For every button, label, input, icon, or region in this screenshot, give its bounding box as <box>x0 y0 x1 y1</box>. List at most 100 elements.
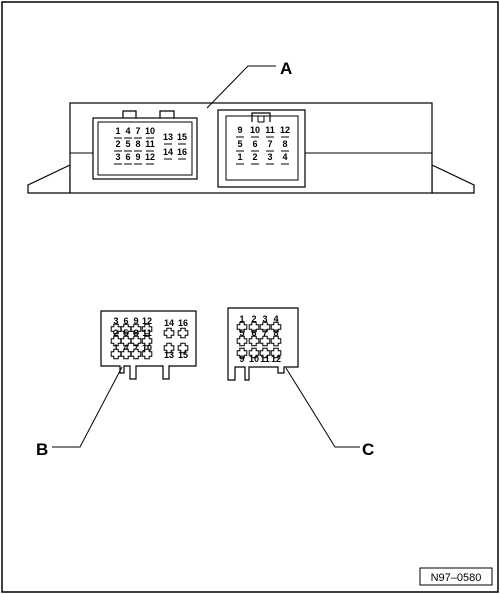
connector-b-pin <box>163 327 175 339</box>
connector-b-pin-label: 12 <box>142 316 152 326</box>
label-a: A <box>280 59 292 78</box>
unit-left-pin-label: 13 <box>163 132 173 142</box>
connector-b-pin <box>120 348 132 360</box>
connector-c-pin <box>236 321 248 333</box>
unit-left-pin-label: 1 <box>115 126 120 136</box>
unit-right-pin-label: 2 <box>252 152 257 162</box>
connector-c-pin <box>270 335 282 347</box>
unit-right-pin-label: 6 <box>252 139 257 149</box>
unit-right-pin-label: 8 <box>282 139 287 149</box>
connector-b-pin-label: 3 <box>113 316 118 326</box>
connector-b-pin-label: 8 <box>133 328 138 338</box>
unit-left-pin-label: 12 <box>145 152 155 162</box>
unit-right-pin-label: 10 <box>250 125 260 135</box>
unit-right-pin-label: 7 <box>267 139 272 149</box>
connector-b-pin <box>130 348 142 360</box>
unit-right-pin-label: 5 <box>237 139 242 149</box>
unit-left-pin-label: 8 <box>135 139 140 149</box>
connector-c-pin-label: 1 <box>239 314 244 324</box>
unit-right-pin-label: 12 <box>280 125 290 135</box>
connector-c-pin <box>248 335 260 347</box>
connector-c-pin-label: 9 <box>239 354 244 364</box>
connector-c-pin <box>259 335 271 347</box>
connector-b-pin <box>177 327 189 339</box>
right-socket-latch <box>251 112 271 122</box>
connector-b-pin-label: 5 <box>123 328 128 338</box>
connector-b-pin-label: 7 <box>133 343 138 353</box>
unit-right-pin-label: 4 <box>282 152 287 162</box>
unit-left-pin-label: 2 <box>115 139 120 149</box>
connector-c-pin <box>270 321 282 333</box>
connector-b-pin <box>110 323 122 335</box>
connector-b-pin <box>163 342 175 354</box>
connector-c-pin-label: 12 <box>271 354 281 364</box>
connector-c-pin <box>236 347 248 359</box>
connector-b-pin-label: 16 <box>178 318 188 328</box>
connector-b-pin-label: 6 <box>123 316 128 326</box>
leader-a <box>206 65 276 109</box>
leader-b <box>52 366 123 448</box>
left-socket-latch-1 <box>122 110 137 118</box>
mounting-flange-right <box>431 164 475 194</box>
unit-right-pin-label: 9 <box>237 125 242 135</box>
unit-left-pin-label: 14 <box>163 147 173 157</box>
connector-b-pin <box>130 335 142 347</box>
unit-left-pin-label: 11 <box>145 139 155 149</box>
unit-left-pin-label: 16 <box>177 147 187 157</box>
connector-b-pin-label: 2 <box>113 328 118 338</box>
connector-b-pin-label: 9 <box>133 316 138 326</box>
unit-left-pin-label: 10 <box>145 126 155 136</box>
connector-b-pin <box>130 323 142 335</box>
figure-ref-box <box>419 567 493 586</box>
unit-left-pin-label: 5 <box>125 139 130 149</box>
connector-b-pin <box>141 323 153 335</box>
label-c: C <box>362 440 374 459</box>
connector-c-pin-label: 2 <box>251 314 256 324</box>
connector-b-pin <box>120 323 132 335</box>
unit-left-pin-label: 3 <box>115 152 120 162</box>
connector-b-pin-label: 10 <box>142 343 152 353</box>
connector-c-pin-label: 5 <box>239 328 244 338</box>
unit-right-pin-label: 1 <box>237 152 242 162</box>
connector-b-pin-label: 14 <box>164 318 174 328</box>
connector-b-pin <box>141 335 153 347</box>
unit-left-pin-label: 7 <box>135 126 140 136</box>
connector-b-pin-label: 1 <box>113 343 118 353</box>
connector-c-pin-label: 10 <box>249 354 259 364</box>
connector-c-pin <box>248 347 260 359</box>
connector-b-pin-label: 11 <box>142 328 152 338</box>
connector-c-pin <box>236 335 248 347</box>
unit-left-pin-label: 4 <box>125 126 130 136</box>
connector-c-pin-label: 4 <box>273 314 278 324</box>
connector-b-pin <box>141 348 153 360</box>
leader-c <box>285 367 360 448</box>
unit-right-pin-label: 3 <box>267 152 272 162</box>
connector-b-pin-label: 15 <box>178 350 188 360</box>
unit-left-pin-label: 15 <box>177 132 187 142</box>
connector-c-pin-label: 7 <box>262 328 267 338</box>
figure-ref: N97–0580 <box>431 572 482 584</box>
connector-c-pin-label: 11 <box>260 354 270 364</box>
connector-c-pin <box>270 347 282 359</box>
connector-b-pin-label: 13 <box>164 350 174 360</box>
connector-c-pin <box>248 321 260 333</box>
connector-b-pin-label: 4 <box>123 343 128 353</box>
connector-c-pin-label: 3 <box>262 314 267 324</box>
connector-c-pin <box>259 347 271 359</box>
connector-c-pin <box>259 321 271 333</box>
mounting-flange-left <box>27 164 71 194</box>
connector-c-pin-label: 8 <box>273 328 278 338</box>
connector-b-pin <box>110 348 122 360</box>
unit-left-pin-label: 6 <box>125 152 130 162</box>
unit-left-pin-label: 9 <box>135 152 140 162</box>
connector-b-pin <box>110 335 122 347</box>
label-b: B <box>36 440 48 459</box>
connector-b-pin <box>177 342 189 354</box>
